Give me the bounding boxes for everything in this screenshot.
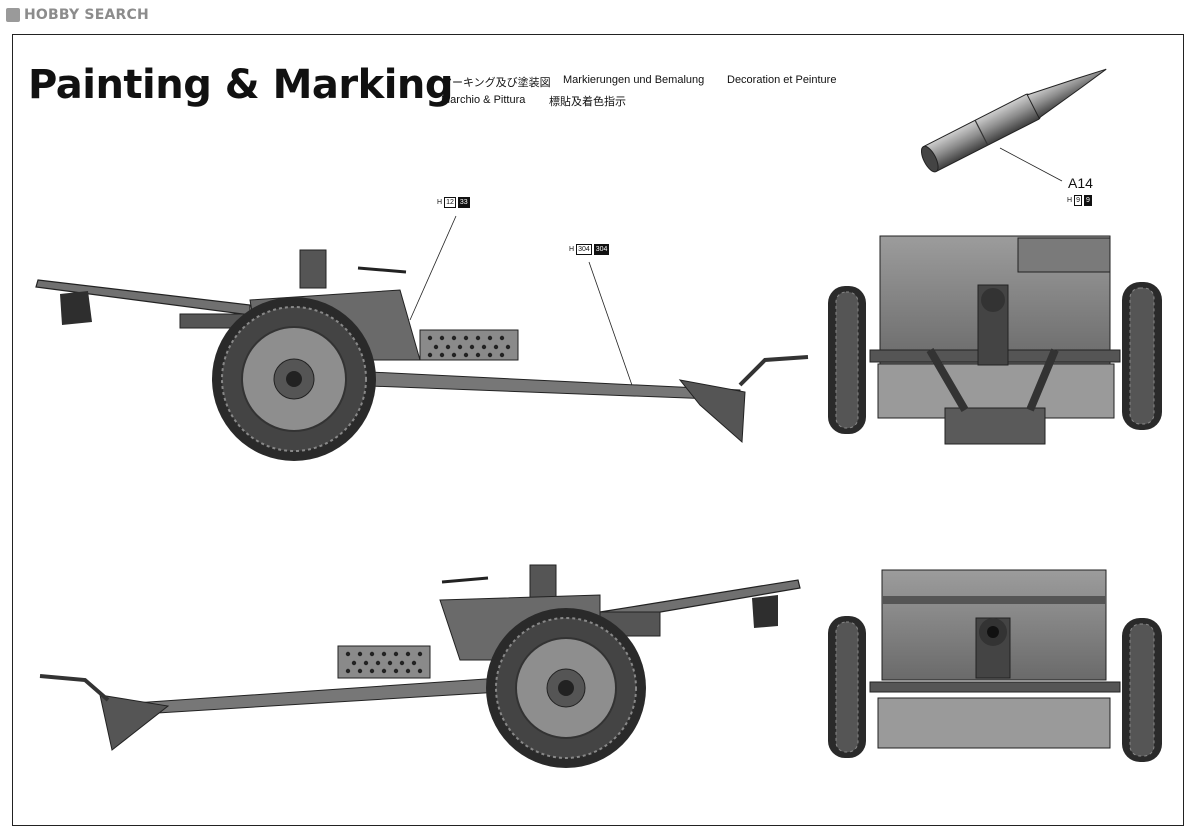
watermark-text: HOBBY SEARCH [24, 7, 149, 23]
leader-shield [409, 215, 457, 321]
anti-tank-gun-side-view-right [39, 564, 801, 768]
callout-trail-part-b: 304 [593, 244, 610, 255]
subtitle-chinese: 標貼及着色指示 [549, 96, 626, 108]
wheel-left [212, 297, 376, 461]
ammo-rack-right [337, 645, 431, 679]
subtitle-french: Decoration et Peinture [727, 74, 837, 86]
callout-shield-prefix: H [437, 199, 443, 206]
callout-shield-part-b: 33 [457, 197, 470, 208]
artillery-shell [920, 68, 1107, 173]
leader-lines [409, 147, 1063, 392]
subtitle-italian: Marchio & Pittura [441, 94, 526, 106]
leader-trail [588, 261, 635, 392]
watermark: HOBBY SEARCH [6, 6, 149, 24]
callout-shell-part-b: 9 [1083, 195, 1092, 206]
subtitle-japanese: マーキング及び塗装図 [441, 77, 551, 89]
page-frame [12, 34, 1184, 826]
shell-part-label: A14 [1068, 175, 1093, 191]
callout-trail-prefix: H [569, 246, 575, 253]
anti-tank-gun-front-view [828, 235, 1162, 445]
callout-shell-prefix: H [1067, 197, 1073, 204]
callout-trail-part-a: 304 [576, 244, 592, 255]
callout-shield-part-a: 12 [444, 197, 456, 208]
anti-tank-gun-side-view-left [35, 249, 809, 461]
page-title: Painting & Marking [28, 62, 454, 108]
ammo-rack-left [419, 329, 519, 361]
callout-shell-part-a: 9 [1074, 195, 1082, 206]
hobby-search-logo-icon [6, 8, 20, 22]
anti-tank-gun-rear-view [828, 569, 1162, 762]
subtitle-german: Markierungen und Bemalung [563, 74, 705, 86]
leader-shell [999, 147, 1063, 182]
wheel-right [486, 608, 646, 768]
